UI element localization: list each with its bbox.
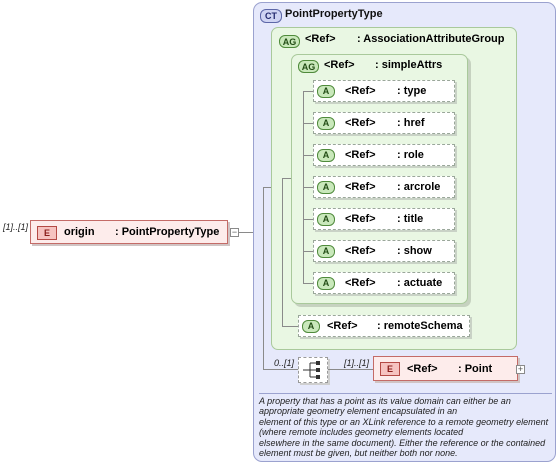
attribute-icon: A: [302, 320, 320, 333]
documentation-divider: [259, 393, 552, 394]
attribute-icon: A: [317, 213, 335, 226]
attribute-ref: <Ref>: [345, 277, 376, 289]
attribute-name: : remoteSchema: [377, 320, 463, 332]
attribute-icon: A: [317, 85, 335, 98]
attribute-icon: A: [317, 245, 335, 258]
attribute-actuate[interactable]: A <Ref> : actuate: [313, 272, 455, 294]
connector-line: [282, 178, 283, 326]
sequence-compositor[interactable]: [298, 357, 328, 383]
attribute-href[interactable]: A <Ref> : href: [313, 112, 455, 134]
attribute-ref: <Ref>: [345, 117, 376, 129]
documentation-line: element must be given, but neither both …: [259, 448, 458, 459]
connector-line: [328, 369, 373, 370]
attribute-icon: A: [317, 181, 335, 194]
connector-line: [239, 232, 254, 233]
attribute-name: : show: [397, 245, 432, 257]
attribute-ref: <Ref>: [327, 320, 358, 332]
connector-line: [303, 187, 313, 188]
origin-collapse-toggle[interactable]: −: [230, 227, 239, 237]
attribute-role[interactable]: A <Ref> : role: [313, 144, 455, 166]
origin-type: : PointPropertyType: [115, 226, 220, 238]
connector-line: [303, 219, 313, 220]
complex-type-title: PointPropertyType: [285, 8, 383, 20]
connector-line: [282, 178, 292, 179]
attribute-ref: <Ref>: [345, 149, 376, 161]
point-expand-toggle[interactable]: +: [516, 364, 525, 374]
documentation-line: element of this type or an XLink referen…: [259, 416, 549, 427]
documentation-line: appropriate geometry element encapsulate…: [259, 406, 458, 417]
connector-line: [303, 123, 313, 124]
connector-line: [303, 155, 313, 156]
connector-line: [303, 91, 313, 92]
simple-attrs-name: : simpleAttrs: [375, 59, 443, 71]
origin-multiplicity: [1]..[1]: [3, 222, 29, 232]
attribute-title[interactable]: A <Ref> : title: [313, 208, 455, 230]
attribute-name: : actuate: [397, 277, 443, 289]
attribute-ref: <Ref>: [345, 245, 376, 257]
point-ref: <Ref>: [407, 363, 438, 375]
connector-line: [263, 369, 298, 370]
element-icon: E: [380, 362, 400, 376]
attribute-name: : role: [397, 149, 424, 161]
attribute-name: : href: [397, 117, 425, 129]
association-group-name: : AssociationAttributeGroup: [357, 33, 505, 45]
attribute-icon: A: [317, 117, 335, 130]
complex-type-icon: CT: [260, 9, 282, 23]
origin-element[interactable]: E origin : PointPropertyType: [30, 220, 228, 244]
attribute-arcrole[interactable]: A <Ref> : arcrole: [313, 176, 455, 198]
attribute-show[interactable]: A <Ref> : show: [313, 240, 455, 262]
sequence-compositor-icon: [303, 361, 320, 379]
attribute-type[interactable]: A <Ref> : type: [313, 80, 455, 102]
attribute-name: : type: [397, 85, 427, 97]
documentation-line: A property that has a point as its value…: [259, 396, 511, 406]
attribute-ref: <Ref>: [345, 85, 376, 97]
simple-attrs-ref: <Ref>: [324, 59, 355, 71]
sequence-multiplicity: 0..[1]: [274, 358, 295, 368]
point-name: : Point: [458, 363, 493, 375]
connector-line: [263, 187, 272, 188]
element-icon: E: [37, 226, 57, 240]
attribute-ref: <Ref>: [345, 181, 376, 193]
connector-line: [303, 283, 313, 284]
attribute-icon: A: [317, 277, 335, 290]
connector-line: [263, 187, 264, 369]
documentation-line: elsewhere in the same document). Either …: [259, 437, 546, 448]
attribute-name: : arcrole: [397, 181, 441, 193]
attribute-icon: A: [317, 149, 335, 162]
attribute-group-icon: AG: [298, 60, 319, 73]
association-group-ref: <Ref>: [305, 33, 336, 45]
documentation-line: (where remote includes geometry elements…: [259, 427, 464, 438]
documentation-text: A property that has a point as its value…: [259, 396, 555, 458]
connector-line: [303, 251, 313, 252]
origin-name: origin: [64, 226, 95, 238]
attribute-name: : title: [397, 213, 424, 225]
attribute-remote-schema[interactable]: A <Ref> : remoteSchema: [298, 315, 470, 337]
attribute-ref: <Ref>: [345, 213, 376, 225]
point-element[interactable]: E <Ref> : Point: [373, 356, 518, 381]
point-multiplicity: [1]..[1]: [344, 358, 370, 368]
attribute-group-icon: AG: [279, 35, 300, 48]
connector-line: [282, 326, 298, 327]
